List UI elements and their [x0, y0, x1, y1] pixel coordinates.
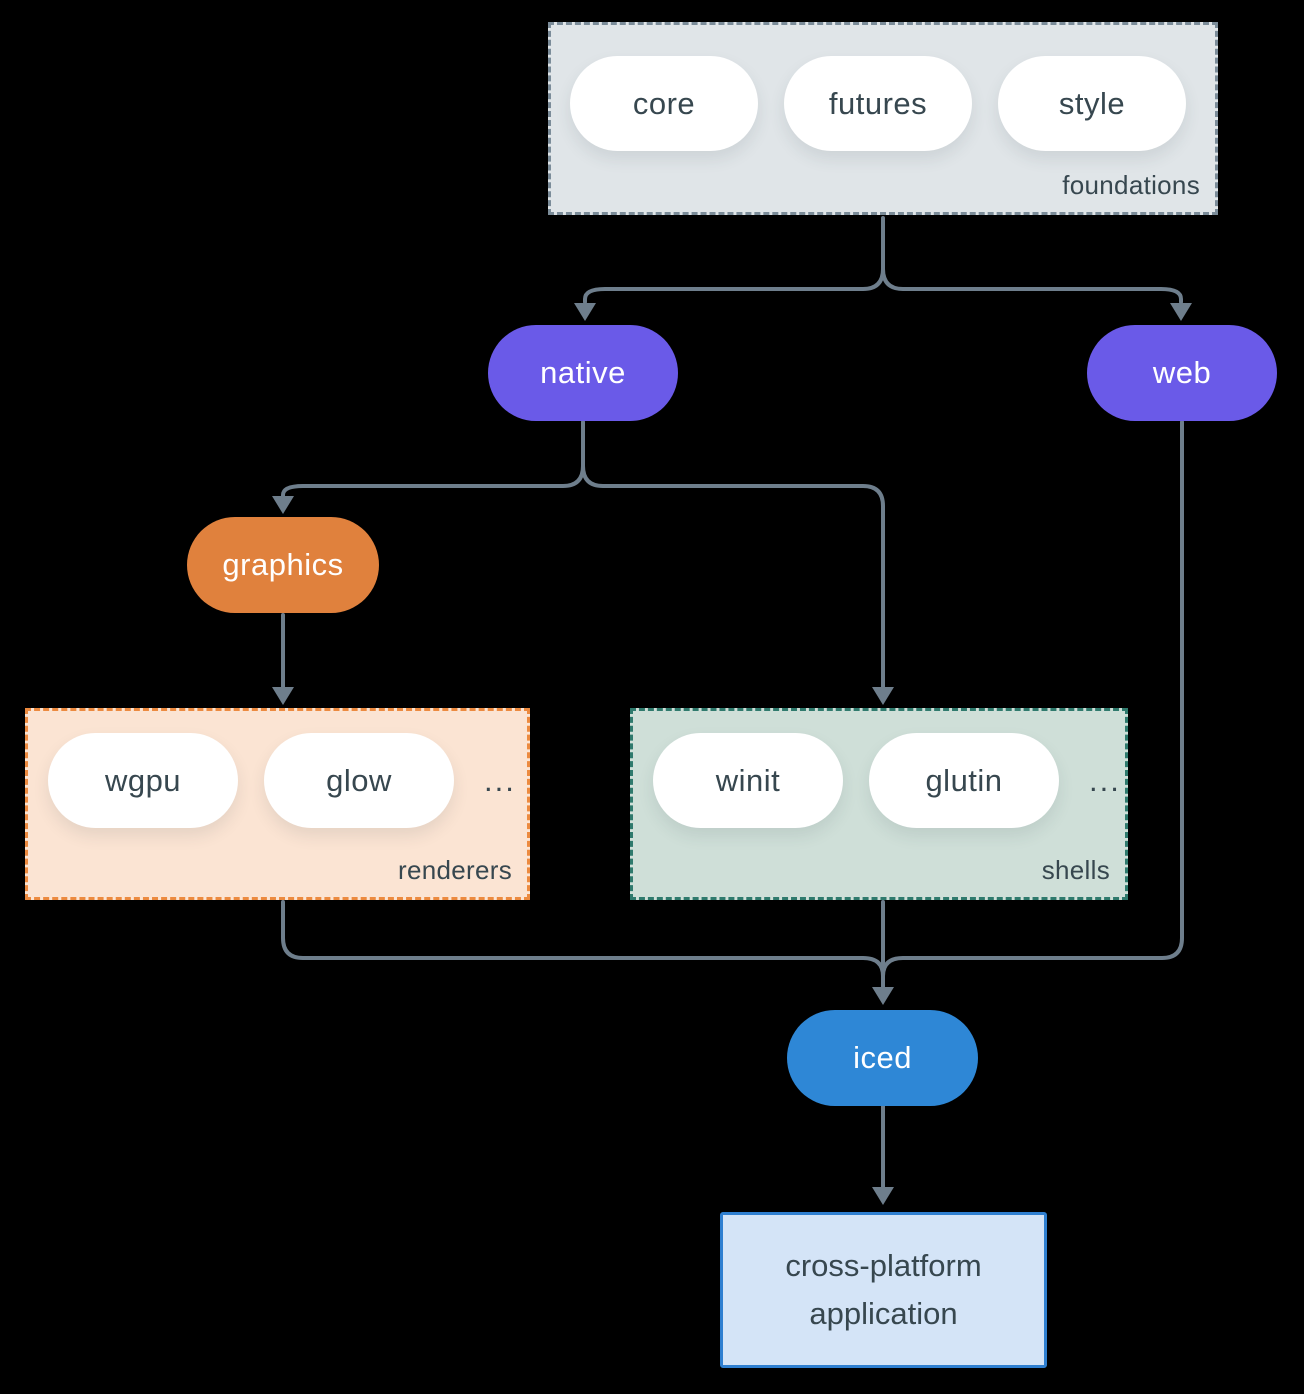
- shells-ellipsis: ...: [1089, 762, 1121, 798]
- foundations-group-label: foundations: [1062, 170, 1200, 200]
- node-style: style: [998, 56, 1186, 151]
- node-futures: futures: [784, 56, 972, 151]
- node-glutin: glutin: [869, 733, 1059, 828]
- node-graphics: graphics: [187, 517, 379, 613]
- shells-pill-row: winit glutin ...: [633, 711, 1125, 828]
- arrowhead-into-renderers: [272, 687, 294, 705]
- arrowhead-into-web: [1170, 303, 1192, 321]
- shells-group-label: shells: [1041, 855, 1110, 885]
- arrowhead-into-app: [872, 1187, 894, 1205]
- arrowhead-into-native: [574, 303, 596, 321]
- cross-platform-application-box: cross-platform application: [720, 1212, 1047, 1368]
- node-winit: winit: [653, 733, 843, 828]
- shells-group-box: winit glutin ... shells: [630, 708, 1128, 900]
- renderers-group-label: renderers: [398, 855, 512, 885]
- connector-native-to-graphics: [281, 420, 585, 499]
- arrowhead-into-graphics: [272, 496, 294, 514]
- connector-foundations-to-native: [583, 216, 885, 304]
- foundations-group-box: core futures style foundations: [548, 22, 1218, 215]
- connector-native-to-shells: [581, 464, 885, 689]
- node-core: core: [570, 56, 758, 151]
- node-wgpu: wgpu: [48, 733, 238, 828]
- node-web: web: [1087, 325, 1277, 421]
- connector-web-to-iced: [881, 420, 1184, 978]
- node-native: native: [488, 325, 678, 421]
- renderers-ellipsis: ...: [484, 762, 516, 798]
- node-iced: iced: [787, 1010, 978, 1106]
- connector-renderers-to-iced: [281, 900, 885, 978]
- renderers-group-box: wgpu glow ... renderers: [25, 708, 530, 900]
- connector-foundations-to-web: [881, 267, 1183, 304]
- foundations-pill-row: core futures style: [551, 25, 1215, 151]
- renderers-pill-row: wgpu glow ...: [28, 711, 527, 828]
- node-glow: glow: [264, 733, 454, 828]
- arrowhead-into-shells: [872, 687, 894, 705]
- arrowhead-into-iced: [872, 987, 894, 1005]
